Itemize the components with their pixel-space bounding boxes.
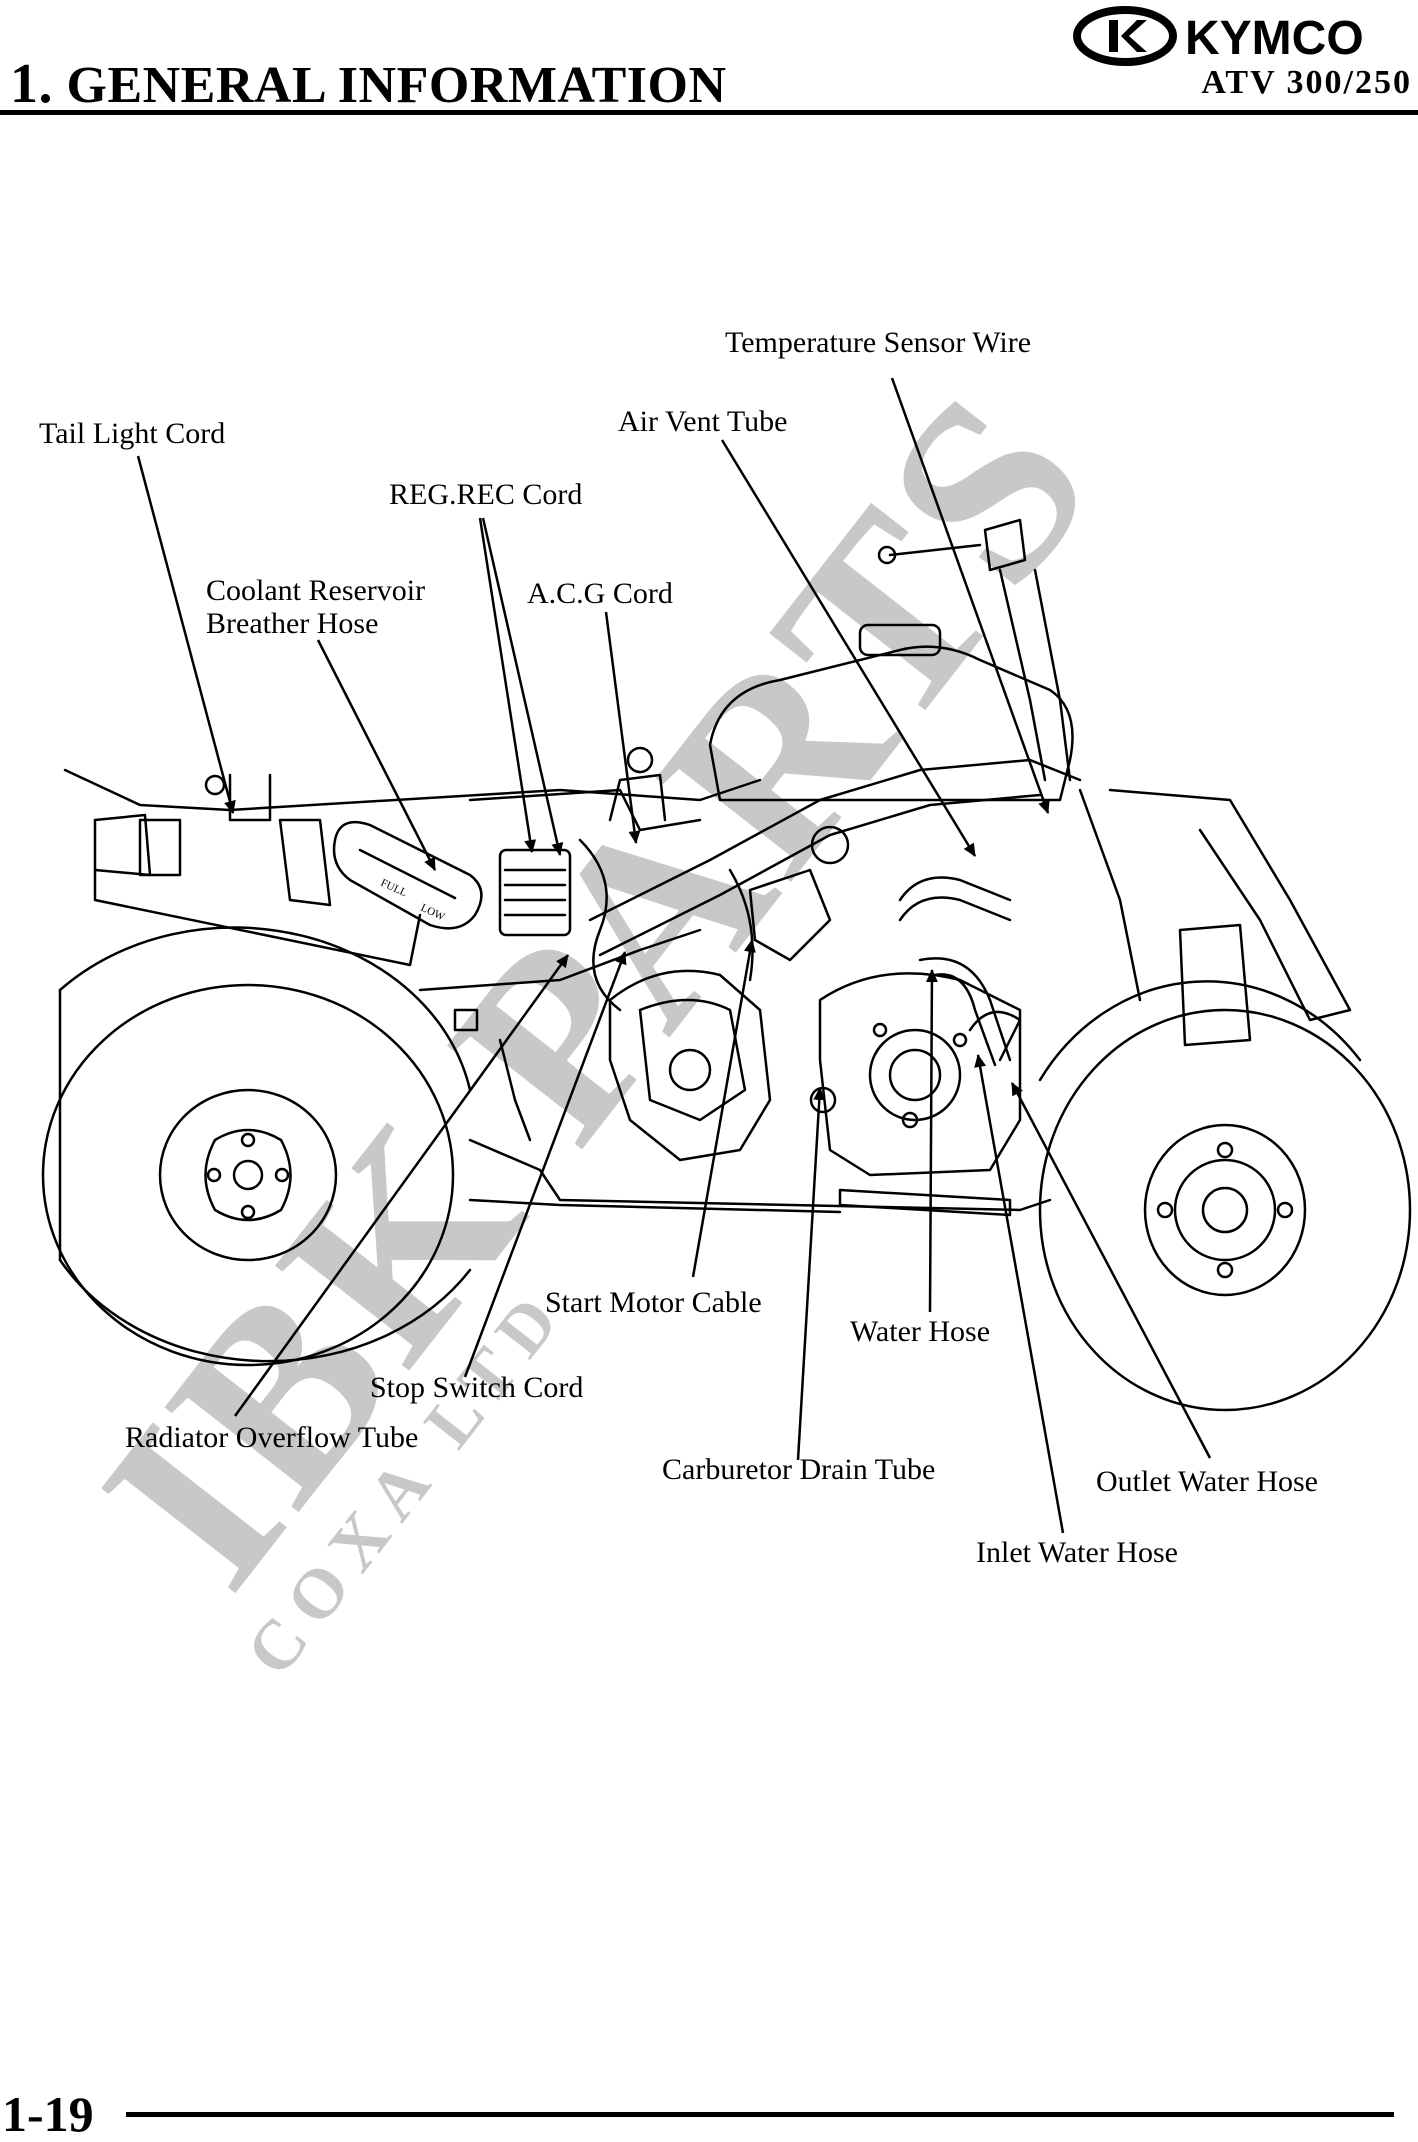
label-air-vent-tube: Air Vent Tube <box>618 405 788 438</box>
leader-radiator-overflow-tube <box>233 954 570 1417</box>
label-reg-rec-cord: REG.REC Cord <box>389 478 583 511</box>
brand-text: KYMCO <box>1185 12 1364 65</box>
leader-water-hose <box>925 969 938 1313</box>
leader-acg-cord <box>604 611 641 844</box>
leader-coolant-reservoir-breather-hose <box>316 639 437 871</box>
section-title-text: GENERAL INFORMATION <box>66 57 727 114</box>
atv-drawing: FULL LOW <box>41 518 1412 1412</box>
leader-temperature-sensor-wire <box>890 377 1050 814</box>
footer-rule <box>126 2112 1394 2117</box>
leader-reg-rec-cord-1 <box>478 517 537 853</box>
front-wheel <box>1038 980 1412 1412</box>
kymco-logo: KYMCO <box>1073 6 1418 66</box>
label-stop-switch-cord: Stop Switch Cord <box>370 1371 584 1404</box>
label-radiator-overflow-tube: Radiator Overflow Tube <box>125 1421 419 1454</box>
label-inlet-water-hose: Inlet Water Hose <box>976 1536 1178 1569</box>
label-acg-cord: A.C.G Cord <box>527 577 673 610</box>
leader-reg-rec-cord-2 <box>481 517 564 856</box>
leader-stop-switch-cord <box>463 951 627 1378</box>
rear-wheel <box>41 926 472 1367</box>
page-number: 1-19 <box>2 2086 94 2142</box>
section-title: 1. GENERAL INFORMATION <box>10 52 727 116</box>
label-temperature-sensor-wire: Temperature Sensor Wire <box>725 326 1032 359</box>
label-start-motor-cable: Start Motor Cable <box>545 1286 762 1319</box>
label-water-hose: Water Hose <box>850 1315 991 1348</box>
label-breather-hose: Breather Hose <box>206 607 379 640</box>
header-rule <box>0 110 1418 115</box>
label-tail-light-cord: Tail Light Cord <box>39 417 226 450</box>
section-number: 1. <box>10 53 53 115</box>
label-coolant-reservoir: Coolant Reservoir <box>206 574 426 607</box>
label-outlet-water-hose: Outlet Water Hose <box>1096 1465 1318 1498</box>
leader-lines <box>136 377 1212 1534</box>
leader-air-vent-tube <box>720 439 977 857</box>
leader-carburetor-drain-tube <box>796 1087 826 1461</box>
leader-inlet-water-hose <box>974 1054 1065 1534</box>
model-name: ATV 300/250 <box>1201 64 1412 101</box>
svg-text:FULL: FULL <box>379 877 409 900</box>
leader-tail-light-cord <box>136 455 236 814</box>
leader-outlet-water-hose <box>1010 1082 1212 1459</box>
label-carburetor-drain-tube: Carburetor Drain Tube <box>662 1453 936 1486</box>
leader-start-motor-cable <box>691 939 756 1278</box>
